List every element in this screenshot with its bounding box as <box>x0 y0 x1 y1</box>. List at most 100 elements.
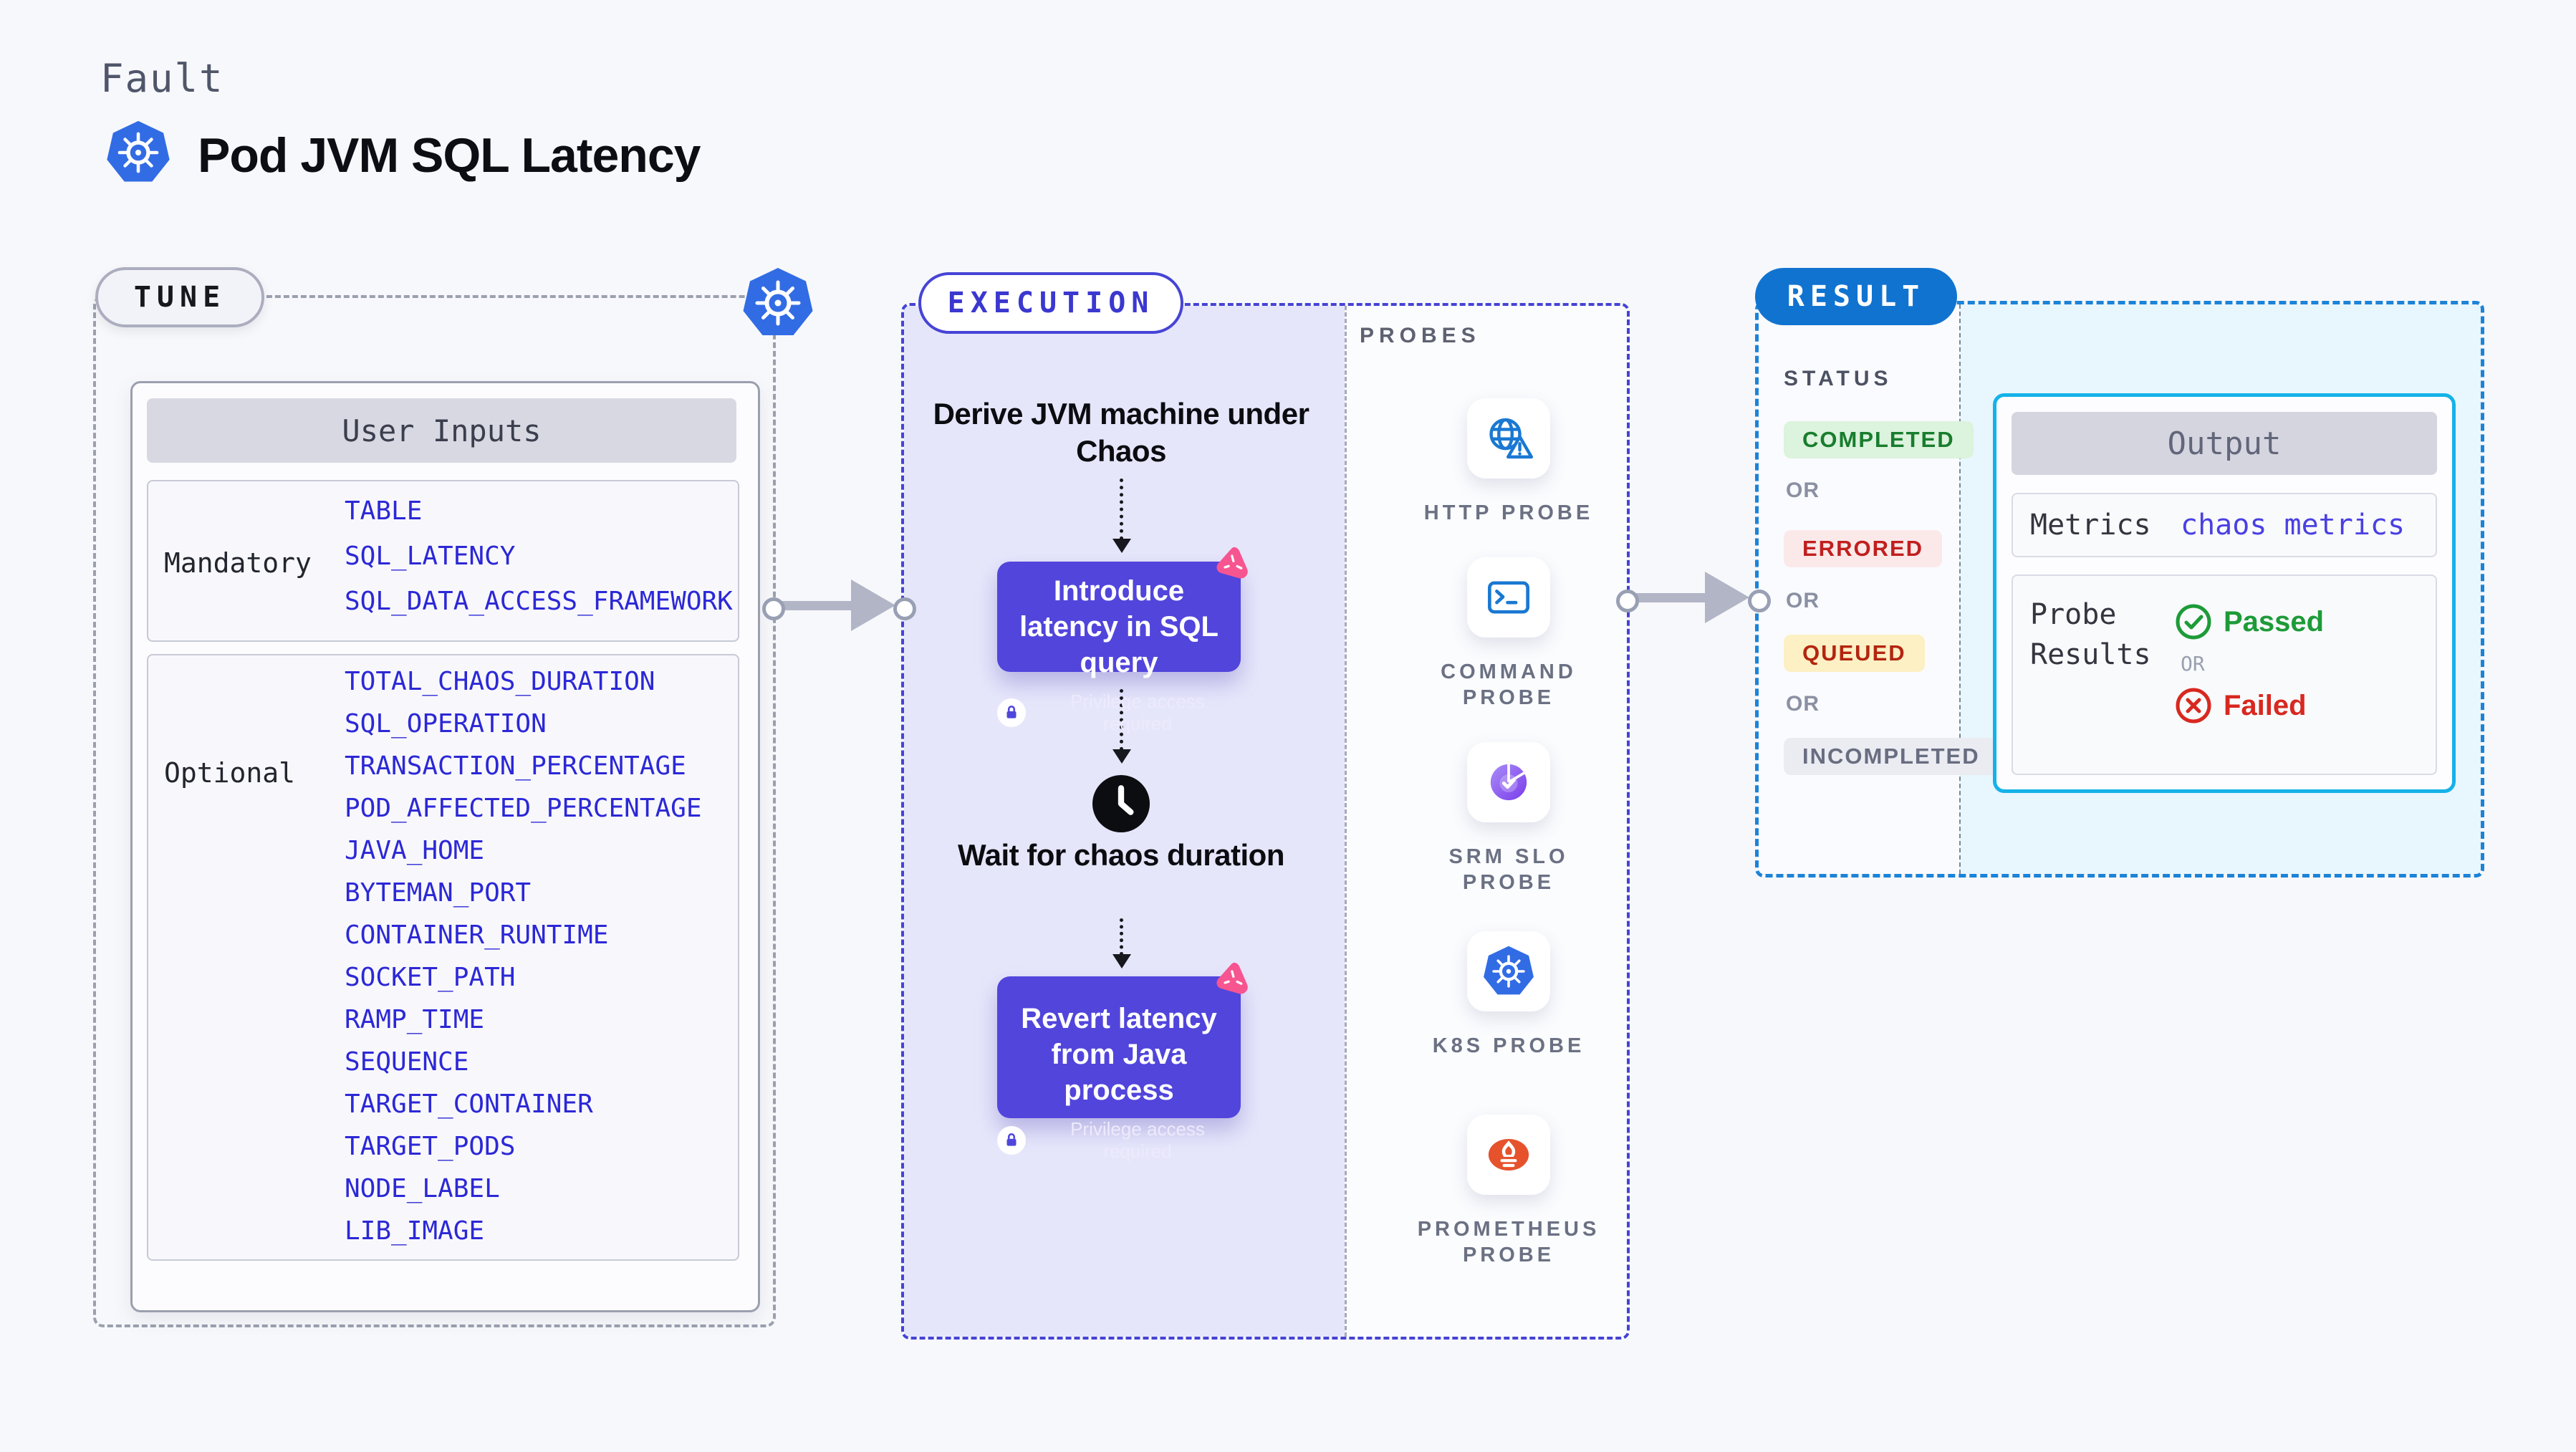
param-item: LIB_IMAGE <box>345 1216 485 1246</box>
probe-card <box>1467 1115 1550 1195</box>
param-item: RAMP_TIME <box>345 1005 485 1034</box>
failed-line: Failed <box>2175 687 2324 724</box>
param-item: TARGET_CONTAINER <box>345 1090 593 1119</box>
check-circle-icon <box>2176 604 2211 640</box>
probe-item-srm-slo: SRM SLO PROBE <box>1419 742 1598 895</box>
or-label: OR <box>1786 589 1820 612</box>
chaos-fault-icon <box>1214 960 1251 996</box>
status-column <box>1759 304 1959 874</box>
probe-results-row: Probe Results Passed OR Failed <box>2012 574 2437 775</box>
execution-pill: EXECUTION <box>918 272 1183 334</box>
param-item: SQL_OPERATION <box>345 709 547 739</box>
optional-label: Optional <box>164 757 296 789</box>
chaos-fault-icon <box>1214 544 1251 581</box>
x-circle-icon <box>2176 688 2211 723</box>
globe-warning-icon <box>1489 418 1534 459</box>
page-title: Pod JVM SQL Latency <box>198 128 701 183</box>
metrics-value: chaos metrics <box>2181 509 2406 542</box>
lock-icon <box>997 1126 1026 1155</box>
user-inputs-header: User Inputs <box>147 398 736 463</box>
probe-label: PROMETHEUS PROBE <box>1417 1218 1600 1266</box>
privilege-text: Privilege access required <box>1070 691 1205 734</box>
wait-step-text: Wait for chaos duration <box>958 838 1284 872</box>
or-label: OR <box>1786 479 1820 502</box>
status-badge-incompleted: INCOMPLETED <box>1784 738 1999 775</box>
param-item: TOTAL_CHAOS_DURATION <box>345 667 655 696</box>
optional-items: TOTAL_CHAOS_DURATION SQL_OPERATION TRANS… <box>345 669 702 1244</box>
derive-step-text: Derive JVM machine under Chaos <box>933 397 1309 468</box>
result-pill: RESULT <box>1755 268 1957 325</box>
param-item: JAVA_HOME <box>345 836 485 865</box>
output-card: Output Metrics chaos metrics Probe Resul… <box>1993 393 2456 793</box>
flow-arrow-down-icon <box>1112 689 1131 764</box>
or-label: OR <box>2181 652 2205 675</box>
clock-icon <box>1092 775 1150 832</box>
failed-text: Failed <box>2224 689 2307 721</box>
arrow-head-icon <box>851 580 895 631</box>
param-item: SQL_DATA_ACCESS_FRAMEWORK <box>345 587 733 616</box>
status-label: STATUS <box>1784 367 1893 390</box>
arrow-shaft <box>777 601 860 610</box>
arrow-shaft <box>1631 593 1711 602</box>
probe-item-http: HTTP PROBE <box>1419 398 1598 526</box>
param-item: SOCKET_PATH <box>345 963 516 992</box>
probe-label: COMMAND PROBE <box>1441 660 1577 709</box>
privilege-badge: Privilege access required <box>997 691 1241 735</box>
connector-node <box>893 597 916 620</box>
param-item: TABLE <box>345 496 423 526</box>
tune-section-box <box>93 295 776 1327</box>
flow-arrow-down-icon <box>1112 479 1131 553</box>
param-item: SEQUENCE <box>345 1047 469 1077</box>
status-badge-completed: COMPLETED <box>1784 421 1974 458</box>
flow-arrow-down-icon <box>1112 918 1131 968</box>
status-badge-errored: ERRORED <box>1784 530 1943 567</box>
probe-item-command: COMMAND PROBE <box>1419 557 1598 711</box>
tune-pill: TUNE <box>95 267 264 327</box>
status-badge-queued: QUEUED <box>1784 635 1925 672</box>
probe-results-label: Probe Results <box>2030 598 2151 671</box>
passed-text: Passed <box>2224 605 2325 638</box>
probe-results-values: Passed OR Failed <box>2175 603 2324 724</box>
optional-params-box: Optional TOTAL_CHAOS_DURATION SQL_OPERAT… <box>147 654 739 1261</box>
metrics-label: Metrics <box>2030 509 2151 542</box>
output-header: Output <box>2012 412 2437 475</box>
kubernetes-icon <box>106 119 170 186</box>
kubernetes-icon <box>1483 946 1534 997</box>
param-item: NODE_LABEL <box>345 1174 500 1203</box>
probe-card <box>1467 398 1550 479</box>
inject-latency-card: Introduce latency in SQL query Privilege… <box>997 562 1241 734</box>
terminal-icon <box>1488 581 1529 614</box>
or-label: OR <box>1786 692 1820 716</box>
prometheus-icon <box>1488 1138 1529 1171</box>
param-item: POD_AFFECTED_PERCENTAGE <box>345 794 702 823</box>
probe-label: HTTP PROBE <box>1423 501 1594 524</box>
param-item: BYTEMAN_PORT <box>345 878 532 908</box>
probe-label: SRM SLO PROBE <box>1448 845 1569 894</box>
lock-icon <box>997 698 1026 727</box>
mandatory-items: TABLE SQL_LATENCY SQL_DATA_ACCESS_FRAMEW… <box>345 499 733 615</box>
mandatory-params-box: Mandatory TABLE SQL_LATENCY SQL_DATA_ACC… <box>147 480 739 642</box>
connector-node <box>762 597 785 620</box>
privilege-text: Privilege access required <box>1070 1118 1205 1162</box>
kubernetes-icon <box>742 266 814 340</box>
param-item: CONTAINER_RUNTIME <box>345 920 609 950</box>
probe-item-k8s: K8S PROBE <box>1419 931 1598 1059</box>
param-item: TARGET_PODS <box>345 1132 516 1161</box>
slo-gauge-icon <box>1490 764 1527 801</box>
probes-label: PROBES <box>1360 324 1481 347</box>
revert-latency-title: Revert latency from Java process <box>1021 1003 1217 1106</box>
inject-latency-title: Introduce latency in SQL query <box>1019 575 1219 678</box>
arrow-head-icon <box>1705 572 1749 623</box>
probe-item-prometheus: PROMETHEUS PROBE <box>1417 1115 1600 1268</box>
privilege-badge: Privilege access required <box>997 1118 1241 1163</box>
connector-node <box>1616 590 1639 612</box>
revert-latency-card: Revert latency from Java process Privile… <box>997 976 1241 1162</box>
param-item: SQL_LATENCY <box>345 542 516 571</box>
metrics-row: Metrics chaos metrics <box>2012 493 2437 557</box>
probe-label: K8S PROBE <box>1432 1034 1585 1057</box>
mandatory-label: Mandatory <box>164 547 312 579</box>
probe-card <box>1467 931 1550 1011</box>
param-item: TRANSACTION_PERCENTAGE <box>345 751 686 781</box>
probe-card <box>1467 742 1550 822</box>
